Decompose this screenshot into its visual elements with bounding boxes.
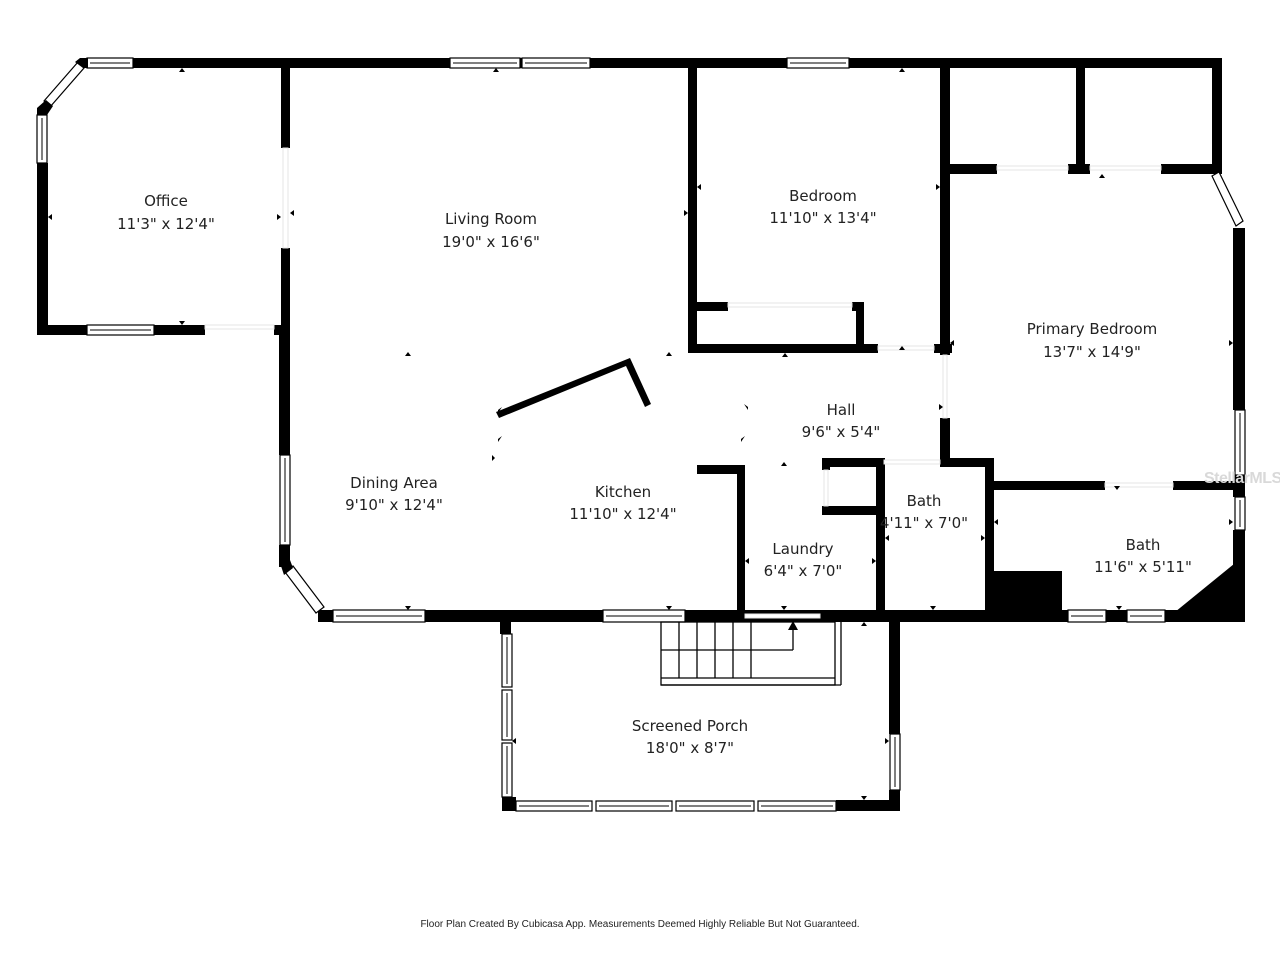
room-name: Laundry xyxy=(772,540,833,558)
room-dimensions: 19'0" x 16'6" xyxy=(442,233,540,251)
stair-direction-arrow-icon xyxy=(788,621,798,630)
room-living-room: Living Room 19'0" x 16'6" xyxy=(442,210,540,251)
walls xyxy=(37,58,1245,811)
room-dimensions: 11'10" x 12'4" xyxy=(569,505,676,523)
room-dimensions: 11'10" x 13'4" xyxy=(769,209,876,227)
room-dimensions: 6'4" x 7'0" xyxy=(764,562,843,580)
room-name: Screened Porch xyxy=(632,717,748,735)
room-dimensions: 4'11" x 7'0" xyxy=(880,514,968,532)
room-dimensions: 13'7" x 14'9" xyxy=(1043,343,1141,361)
room-labels: Office 11'3" x 12'4" Living Room 19'0" x… xyxy=(117,187,1192,757)
room-dimensions: 11'6" x 5'11" xyxy=(1094,558,1192,576)
footer-disclaimer: Floor Plan Created By Cubicasa App. Meas… xyxy=(420,919,860,930)
room-dimensions: 9'6" x 5'4" xyxy=(802,423,881,441)
watermark: StellarMLS xyxy=(1204,470,1280,487)
doorways xyxy=(204,147,1174,619)
room-bath-small: Bath 4'11" x 7'0" xyxy=(880,492,968,532)
room-laundry: Laundry 6'4" x 7'0" xyxy=(764,540,843,580)
measurement-markers xyxy=(48,68,1233,800)
room-name: Bath xyxy=(1126,536,1161,554)
room-name: Office xyxy=(144,192,188,210)
room-name: Dining Area xyxy=(350,474,438,492)
room-dimensions: 9'10" x 12'4" xyxy=(345,496,443,514)
room-office: Office 11'3" x 12'4" xyxy=(117,192,215,233)
room-dimensions: 18'0" x 8'7" xyxy=(646,739,734,757)
room-screened-porch: Screened Porch 18'0" x 8'7" xyxy=(632,717,748,757)
room-name: Primary Bedroom xyxy=(1027,320,1158,338)
room-name: Bedroom xyxy=(789,187,857,205)
room-name: Living Room xyxy=(445,210,537,228)
room-kitchen: Kitchen 11'10" x 12'4" xyxy=(569,483,676,523)
room-name: Bath xyxy=(907,492,942,510)
room-primary-bedroom: Primary Bedroom 13'7" x 14'9" xyxy=(1027,320,1158,361)
entry-stairs xyxy=(660,621,842,686)
room-bedroom: Bedroom 11'10" x 13'4" xyxy=(769,187,876,227)
room-dining-area: Dining Area 9'10" x 12'4" xyxy=(345,474,443,514)
windows xyxy=(36,57,1246,812)
room-name: Kitchen xyxy=(595,483,651,501)
room-bath-large: Bath 11'6" x 5'11" xyxy=(1094,536,1192,576)
room-dimensions: 11'3" x 12'4" xyxy=(117,215,215,233)
room-name: Hall xyxy=(827,401,856,419)
room-hall: Hall 9'6" x 5'4" xyxy=(802,401,881,441)
